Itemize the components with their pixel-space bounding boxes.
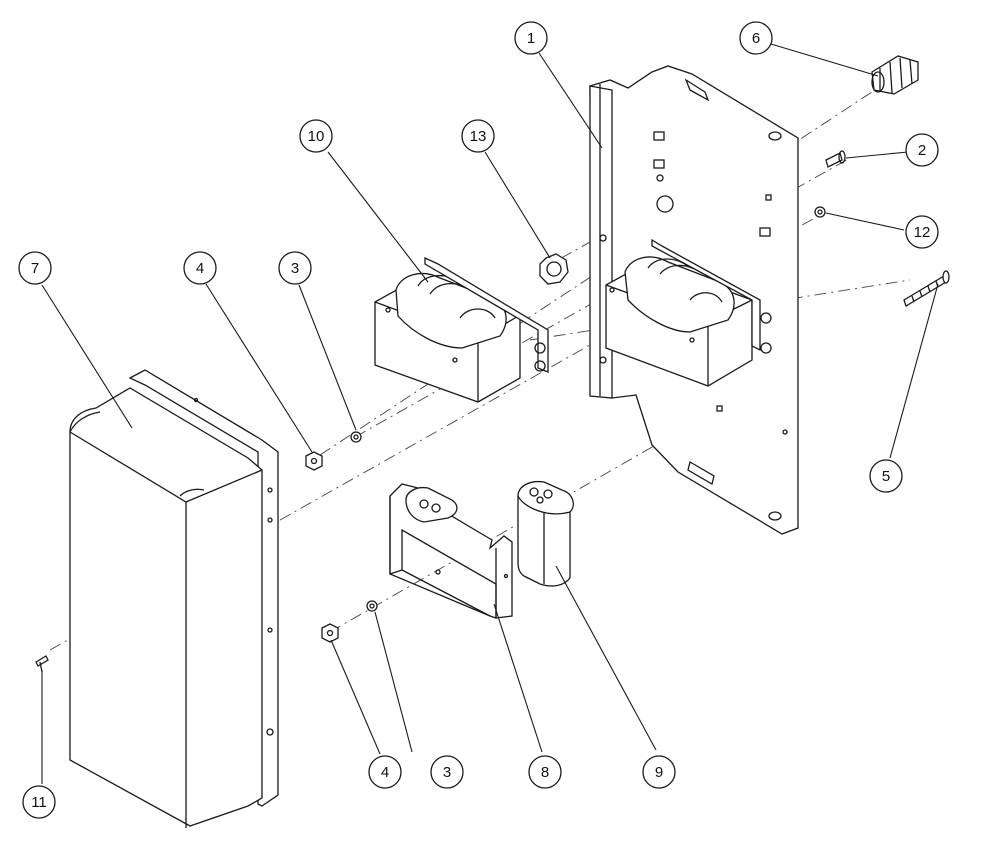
callout-4-upper: 4 — [196, 260, 204, 277]
callout-7: 7 — [31, 260, 39, 277]
callout-13: 13 — [470, 128, 487, 145]
lock-nut — [539, 253, 569, 285]
callout-3-lower: 3 — [443, 764, 451, 781]
callout-11: 11 — [31, 794, 47, 811]
mounted-transformer — [605, 238, 772, 387]
screw-2 — [825, 150, 846, 168]
callout-2: 2 — [918, 142, 926, 159]
leader-lines — [41, 43, 939, 784]
callout-1: 1 — [527, 30, 535, 47]
callout-6: 6 — [752, 30, 760, 47]
enclosure-cover — [69, 369, 279, 828]
callout-8: 8 — [541, 764, 549, 781]
callout-10: 10 — [308, 128, 325, 145]
callout-3-upper: 3 — [291, 260, 299, 277]
capacitor-bracket — [389, 483, 513, 619]
hex-nut-upper — [305, 451, 323, 471]
callout-5: 5 — [882, 468, 890, 485]
callout-4-lower: 4 — [381, 764, 389, 781]
washer-upper — [350, 431, 362, 443]
screw-11 — [35, 655, 49, 673]
bolt-5 — [903, 270, 950, 307]
cable-gland — [871, 55, 919, 95]
callout-circles — [18, 21, 939, 819]
washer-lower — [366, 600, 378, 612]
callout-12: 12 — [914, 224, 931, 241]
callout-9: 9 — [655, 764, 663, 781]
nut-12 — [814, 206, 826, 218]
capacitor — [517, 480, 574, 587]
transformer — [374, 256, 549, 403]
hex-nut-lower — [321, 623, 339, 643]
